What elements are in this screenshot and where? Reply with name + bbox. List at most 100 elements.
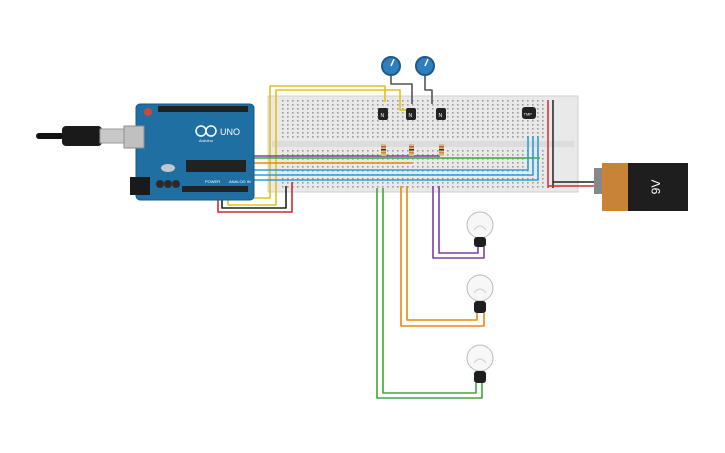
breadboard-hole <box>347 116 349 118</box>
breadboard-hole <box>372 112 374 114</box>
wire-orange-bulb2 <box>400 186 485 327</box>
breadboard-hole <box>297 186 299 188</box>
breadboard-hole <box>447 136 449 138</box>
breadboard-hole <box>452 104 454 106</box>
breadboard-hole <box>297 170 299 172</box>
wire-green-bulb3b <box>382 188 477 394</box>
breadboard-hole <box>467 128 469 130</box>
breadboard-hole <box>347 120 349 122</box>
breadboard-hole <box>337 166 339 168</box>
breadboard-hole <box>352 132 354 134</box>
breadboard-hole <box>332 108 334 110</box>
breadboard-hole <box>322 150 324 152</box>
breadboard-hole <box>292 166 294 168</box>
breadboard-hole <box>342 136 344 138</box>
breadboard-hole <box>502 154 504 156</box>
breadboard-hole <box>472 186 474 188</box>
breadboard-hole <box>472 154 474 156</box>
breadboard-hole <box>437 132 439 134</box>
breadboard-hole <box>432 104 434 106</box>
breadboard-hole <box>502 112 504 114</box>
breadboard-hole <box>427 132 429 134</box>
breadboard-hole <box>477 178 479 180</box>
breadboard-hole <box>517 154 519 156</box>
breadboard-hole <box>512 162 514 164</box>
breadboard-hole <box>317 154 319 156</box>
breadboard-hole <box>417 132 419 134</box>
breadboard-hole <box>347 132 349 134</box>
breadboard-hole <box>462 136 464 138</box>
breadboard-hole <box>372 100 374 102</box>
breadboard-hole <box>377 186 379 188</box>
breadboard-hole <box>342 128 344 130</box>
breadboard-hole <box>487 108 489 110</box>
breadboard-hole <box>367 150 369 152</box>
breadboard-hole <box>287 136 289 138</box>
breadboard-hole <box>462 124 464 126</box>
breadboard-hole <box>432 178 434 180</box>
breadboard-hole <box>427 104 429 106</box>
breadboard-hole <box>322 108 324 110</box>
breadboard-hole <box>492 186 494 188</box>
breadboard-hole <box>517 170 519 172</box>
breadboard-hole <box>287 108 289 110</box>
breadboard-hole <box>527 186 529 188</box>
breadboard-hole <box>342 182 344 184</box>
sensor-label: TMP <box>524 112 533 117</box>
breadboard-hole <box>517 128 519 130</box>
breadboard-hole <box>287 182 289 184</box>
transistor-1-label: N <box>381 113 385 119</box>
breadboard-hole <box>367 112 369 114</box>
breadboard-hole <box>507 116 509 118</box>
breadboard-hole <box>462 128 464 130</box>
breadboard-hole <box>417 158 419 160</box>
breadboard-hole <box>457 182 459 184</box>
breadboard-hole <box>367 116 369 118</box>
breadboard-hole <box>372 158 374 160</box>
breadboard-hole <box>302 116 304 118</box>
breadboard-hole <box>382 132 384 134</box>
breadboard-hole <box>532 182 534 184</box>
breadboard-hole <box>432 150 434 152</box>
breadboard-hole <box>367 120 369 122</box>
breadboard-hole <box>302 166 304 168</box>
breadboard-hole <box>492 108 494 110</box>
breadboard-hole <box>362 150 364 152</box>
breadboard-hole <box>357 100 359 102</box>
breadboard-hole <box>442 186 444 188</box>
breadboard-hole <box>507 104 509 106</box>
breadboard-hole <box>312 120 314 122</box>
breadboard-hole <box>332 124 334 126</box>
breadboard-hole <box>422 150 424 152</box>
wire-purple-bulb1 <box>432 186 485 259</box>
breadboard-hole <box>377 150 379 152</box>
breadboard-hole <box>437 178 439 180</box>
bulb-3 <box>466 344 494 383</box>
breadboard-hole <box>442 136 444 138</box>
breadboard-hole <box>542 116 544 118</box>
breadboard-hole <box>477 108 479 110</box>
potentiometer-2[interactable] <box>415 56 435 76</box>
breadboard-hole <box>312 186 314 188</box>
breadboard-hole <box>322 124 324 126</box>
breadboard-hole <box>512 136 514 138</box>
breadboard-hole <box>457 136 459 138</box>
reset-button <box>144 108 152 116</box>
breadboard-hole <box>322 186 324 188</box>
breadboard-hole <box>307 154 309 156</box>
breadboard-hole <box>407 132 409 134</box>
breadboard-hole <box>367 154 369 156</box>
breadboard-hole <box>487 158 489 160</box>
breadboard-hole <box>432 182 434 184</box>
breadboard-hole <box>377 108 379 110</box>
breadboard-hole <box>457 124 459 126</box>
potentiometer-1[interactable] <box>381 56 401 76</box>
breadboard-hole <box>327 178 329 180</box>
breadboard-hole <box>462 112 464 114</box>
breadboard-hole <box>472 170 474 172</box>
breadboard-hole <box>327 116 329 118</box>
breadboard-hole <box>347 124 349 126</box>
breadboard-hole <box>387 104 389 106</box>
breadboard-hole <box>417 186 419 188</box>
arduino-logo-icon <box>195 125 217 137</box>
